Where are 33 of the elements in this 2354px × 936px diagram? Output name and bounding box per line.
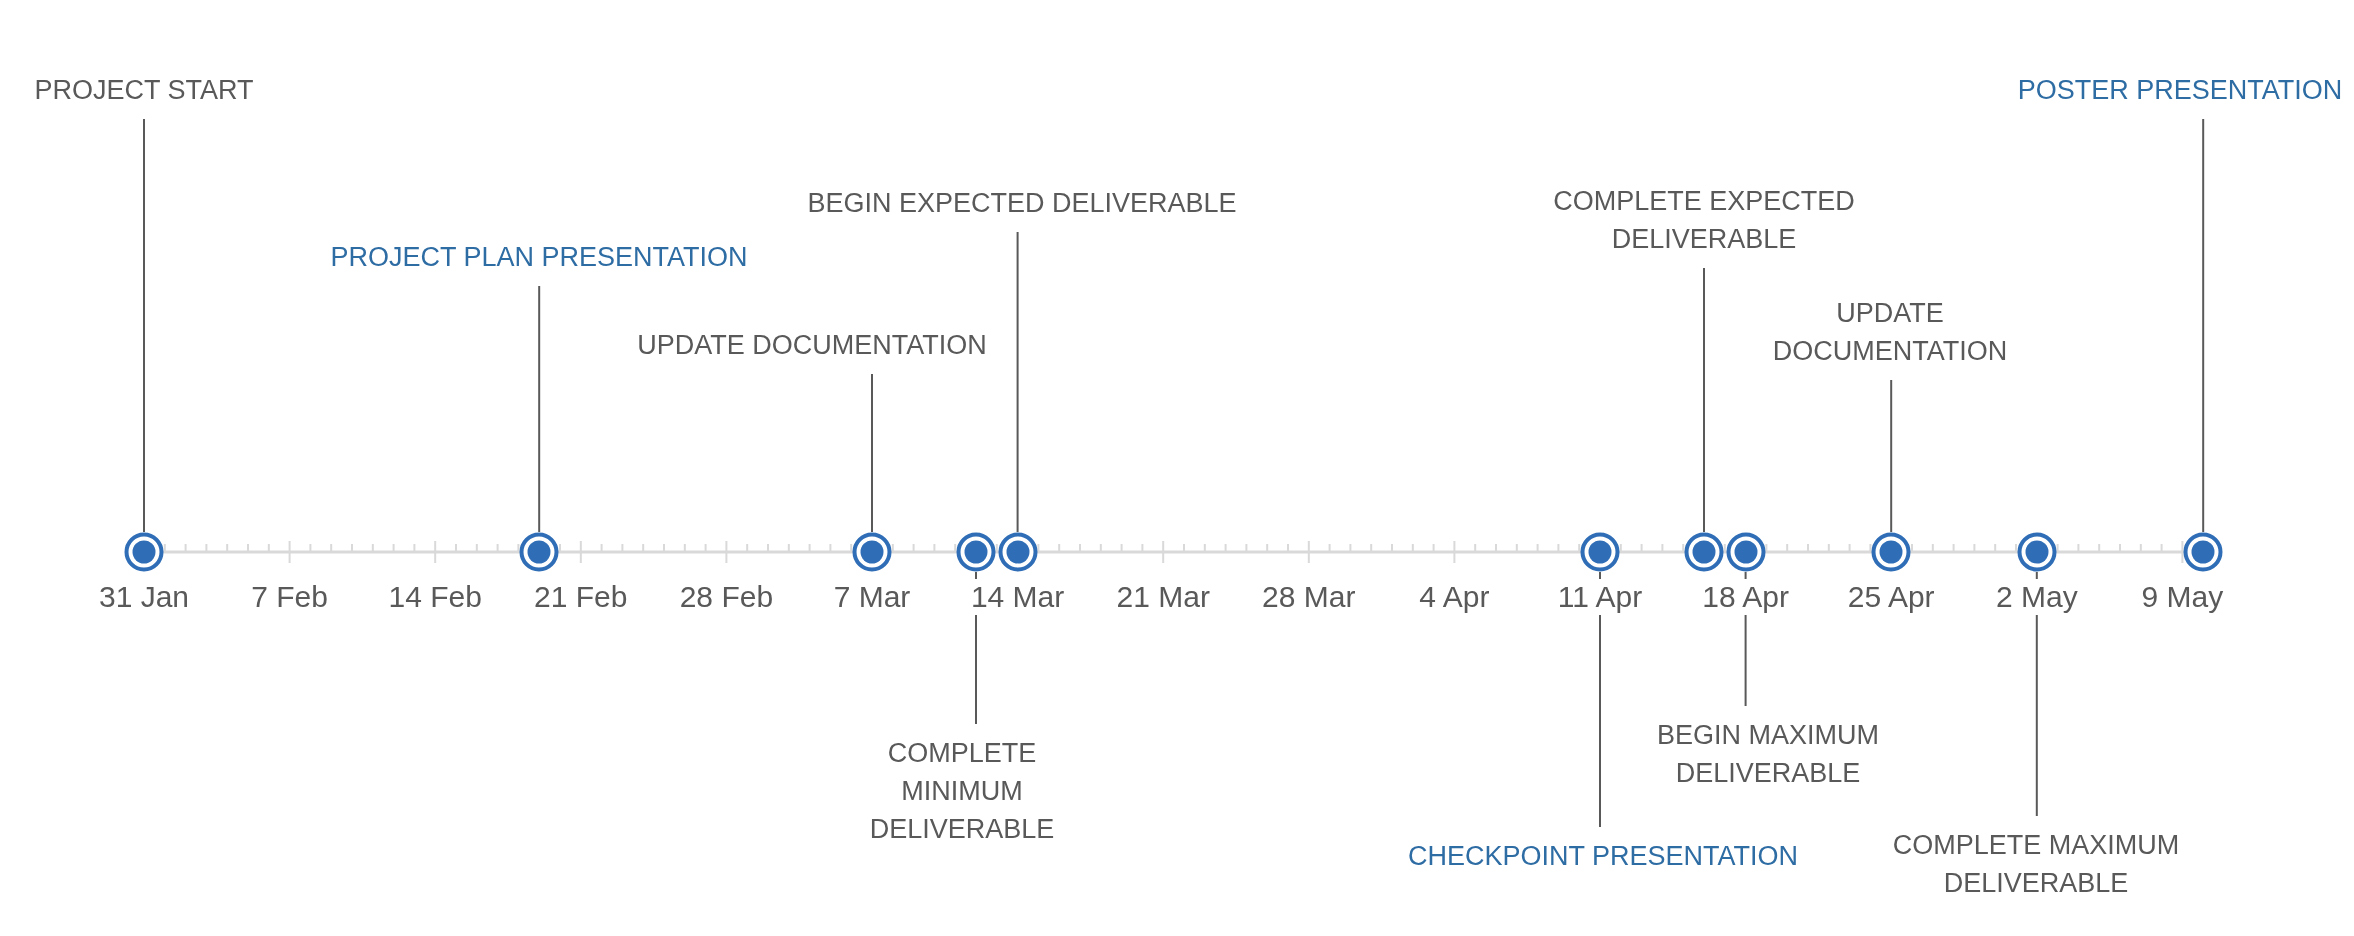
date-label: 18 Apr: [1702, 579, 1789, 615]
milestone-label: PROJECT START: [33, 71, 255, 109]
milestone-dot-icon: [956, 532, 996, 572]
milestone-label: BEGIN EXPECTED DELIVERABLE: [806, 184, 1238, 222]
milestone-dot-icon: [1871, 532, 1912, 572]
milestone-label: COMPLETE MAXIMUM DELIVERABLE: [1891, 826, 2181, 902]
milestone-label: COMPLETE MINIMUM DELIVERABLE: [868, 734, 1056, 848]
leader-line: [871, 373, 873, 533]
milestone-label: POSTER PRESENTATION: [2016, 71, 2344, 109]
milestone-dot-icon: [997, 532, 1038, 572]
leader-line: [1890, 379, 1893, 533]
date-label: 11 Apr: [1557, 579, 1643, 615]
milestone-dot-icon: [1580, 532, 1620, 572]
milestone-label: COMPLETE EXPECTED DELIVERABLE: [1552, 182, 1856, 258]
milestone-dot-icon: [2016, 532, 2057, 572]
milestone-label: UPDATE DOCUMENTATION: [636, 326, 988, 364]
milestone-label: PROJECT PLAN PRESENTATION: [329, 238, 749, 276]
date-label: 2 May: [1995, 579, 2078, 615]
leader-line: [1016, 231, 1019, 533]
milestone-label: CHECKPOINT PRESENTATION: [1406, 837, 1800, 875]
milestone-dot-icon: [1684, 532, 1724, 572]
milestone-label: BEGIN MAXIMUM DELIVERABLE: [1655, 716, 1881, 792]
milestone-dot-icon: [852, 532, 892, 572]
milestone-label: UPDATE DOCUMENTATION: [1771, 294, 2009, 370]
leader-line: [538, 285, 541, 533]
leader-line: [1703, 267, 1705, 533]
milestone-dot-icon: [2183, 532, 2224, 572]
milestone-dot-icon: [1725, 532, 1766, 572]
date-label: 14 Mar: [970, 579, 1065, 615]
leader-line: [143, 118, 145, 533]
milestone-dot-icon: [519, 532, 560, 572]
leader-line: [2202, 118, 2205, 533]
milestone-dot-icon: [124, 532, 164, 572]
